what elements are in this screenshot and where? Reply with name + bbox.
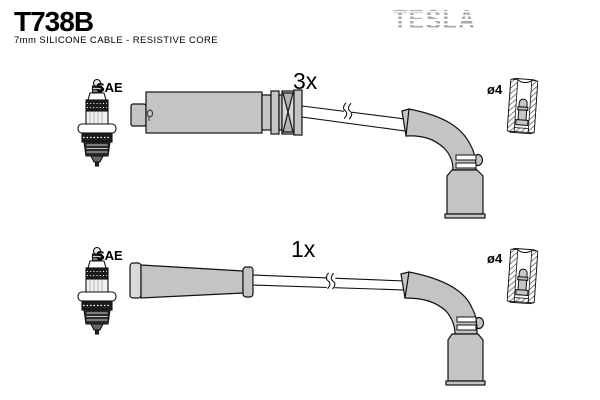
plug-threads bbox=[83, 141, 111, 157]
plug-upper-band bbox=[85, 267, 109, 280]
cable-break-squiggle bbox=[347, 102, 353, 120]
logo-stripe-overlay bbox=[391, 4, 507, 38]
cable-break-squiggle bbox=[330, 272, 336, 290]
cup-wall-left bbox=[506, 78, 519, 132]
plug-socket-base bbox=[444, 213, 486, 219]
plug-rib-band bbox=[85, 110, 109, 125]
cup-rim bbox=[517, 249, 533, 254]
spark-plug-icon bbox=[77, 78, 117, 167]
plug-socket-base bbox=[445, 380, 486, 386]
quantity-label: 1x bbox=[291, 236, 316, 262]
cup-wall-right bbox=[527, 250, 539, 304]
plug-hex-flange bbox=[77, 291, 117, 302]
plug-rib-band bbox=[85, 278, 109, 293]
elbow-stripe bbox=[455, 154, 477, 161]
sae-label: SAE bbox=[96, 248, 123, 263]
elbow-plug-boot bbox=[401, 108, 486, 219]
cable-lead bbox=[252, 271, 406, 293]
cup-wall-bottom bbox=[513, 127, 529, 133]
pin-base bbox=[515, 119, 529, 126]
boot-latch-wedge-top bbox=[282, 92, 294, 115]
boot-ring bbox=[270, 90, 280, 135]
cable-spec-subtitle: 7mm SILICONE CABLE - RESISTIVE CORE bbox=[14, 35, 219, 46]
boot-end-flange bbox=[129, 262, 142, 299]
plug-electrode bbox=[94, 161, 100, 167]
cup-wall-left bbox=[506, 248, 519, 302]
boot-neck-ring bbox=[261, 94, 272, 131]
sae-label: SAE bbox=[96, 80, 123, 95]
boot-locating-tab bbox=[130, 103, 147, 127]
cable-break bbox=[342, 100, 354, 123]
plug-tip bbox=[90, 323, 104, 331]
brand-logo: TESLA bbox=[391, 4, 507, 38]
terminal-diameter-label: ø4 bbox=[487, 82, 503, 97]
elbow-plug-boot bbox=[400, 271, 486, 386]
plug-upper-band bbox=[85, 99, 109, 112]
plug-socket-cylinder bbox=[447, 333, 484, 382]
plug-threads bbox=[83, 309, 111, 325]
tapered-coil-boot bbox=[129, 262, 254, 299]
pin-cap bbox=[518, 268, 528, 278]
boot-nose-cap bbox=[242, 266, 254, 298]
spark-plug-icon bbox=[77, 246, 117, 335]
cup-wall-bottom bbox=[513, 297, 529, 303]
quantity-label: 3x bbox=[293, 68, 318, 94]
cable-break bbox=[325, 271, 336, 293]
boot-latch-wedge-bottom bbox=[282, 111, 294, 133]
cable-tube bbox=[301, 105, 406, 132]
elbow-stripe bbox=[456, 324, 477, 331]
plug-electrode bbox=[94, 329, 100, 335]
terminal-diameter-label: ø4 bbox=[487, 251, 503, 266]
terminal-cup-section bbox=[506, 248, 539, 305]
elbow-stripe bbox=[455, 162, 477, 169]
plug-hex-flange bbox=[77, 123, 117, 134]
cup-wall-right bbox=[527, 80, 539, 134]
cable-break-squiggle bbox=[343, 102, 348, 119]
plug-tip bbox=[90, 155, 104, 163]
coil-end-boot bbox=[130, 89, 303, 136]
pin-body bbox=[517, 109, 528, 121]
cable-row-2: SAE 1x ø4 bbox=[77, 236, 539, 386]
cup-rim bbox=[517, 79, 533, 84]
boot-keyhole-mark bbox=[146, 109, 153, 121]
terminal-cup-section bbox=[506, 78, 539, 135]
plug-socket-cylinder bbox=[446, 169, 484, 215]
boot-body bbox=[140, 264, 244, 299]
elbow-body bbox=[405, 108, 477, 171]
elbow-stripe bbox=[456, 316, 477, 323]
part-number: T738B bbox=[14, 6, 94, 37]
pin-base bbox=[515, 289, 529, 296]
cable-row-1: SAE bbox=[77, 68, 539, 219]
pin-body bbox=[517, 279, 528, 291]
boot-end-cap bbox=[293, 89, 303, 136]
pin-cap bbox=[518, 98, 528, 108]
cable-lead bbox=[301, 100, 406, 132]
boot-body bbox=[145, 91, 263, 134]
cable-break-squiggle bbox=[325, 272, 331, 290]
